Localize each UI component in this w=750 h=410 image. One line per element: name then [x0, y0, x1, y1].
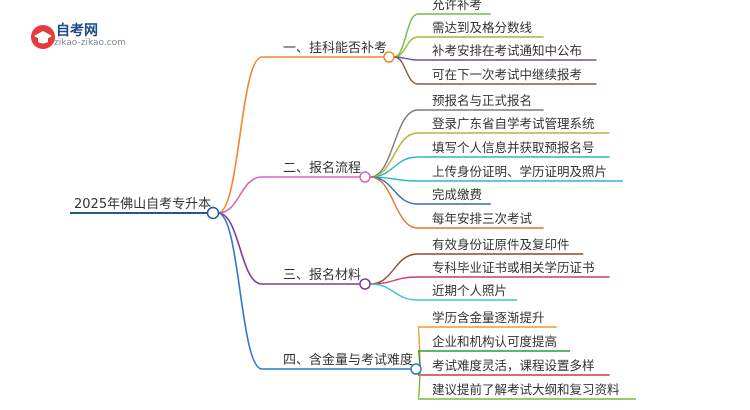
leaf-edge: [369, 132, 419, 178]
branch-label: 三、报名材料: [283, 267, 361, 283]
branch-edge: [217, 176, 263, 214]
leaf-label: 企业和机构认可度提高: [432, 334, 557, 349]
leaf-label: 考试难度灵活，课程设置多样: [432, 358, 595, 373]
mind-map-edges: [70, 13, 636, 400]
leaf-label: 可在下一次考试中继续报考: [432, 67, 582, 82]
leaf-edge: [369, 253, 419, 285]
branch-edge: [217, 212, 263, 370]
leaf-label: 需达到及格分数线: [432, 20, 533, 35]
leaf-label: 专科毕业证书或相关学历证书: [432, 260, 595, 275]
leaf-label: 完成缴费: [432, 187, 482, 202]
leaf-edge: [393, 36, 419, 58]
root-label: 2025年佛山自考专升本: [74, 197, 211, 212]
branch-label: 二、报名流程: [283, 160, 361, 176]
leaf-edge: [393, 13, 419, 58]
leaf-label: 建议提前了解考试大纲和复习资料: [432, 382, 620, 397]
leaf-label: 每年安排三次考试: [432, 211, 533, 226]
logo-url: zikao-zikao.com: [54, 38, 126, 48]
leaf-label: 预报名与正式报名: [432, 93, 532, 108]
graduation-cap-icon: [31, 25, 55, 49]
leaf-label: 登录广东省自学考试管理系统: [432, 116, 595, 131]
branch-label: 四、含金量与考试难度: [283, 352, 413, 368]
leaf-label: 补考安排在考试通知中公布: [432, 43, 582, 58]
branch-node-circle: [383, 51, 395, 63]
leaf-edge: [369, 176, 419, 229]
branch-node-circle: [410, 363, 422, 375]
branch-node-circle: [359, 171, 371, 183]
logo-title: 自考网: [56, 23, 98, 39]
branch-node-circle: [359, 278, 371, 290]
branch-edge: [217, 56, 263, 214]
mind-map-nodes: 2025年佛山自考专升本 一、挂科能否补考 允许补考需达到及格分数线补考安排在考试通…: [74, 0, 620, 397]
leaf-label: 近期个人照片: [432, 283, 507, 298]
leaf-label: 上传身份证明、学历证明及照片: [432, 164, 607, 179]
leaf-edge: [369, 109, 419, 178]
leaf-edge: [369, 283, 419, 301]
leaf-edge: [393, 56, 419, 85]
leaf-label: 学历含金量逐渐提升: [432, 310, 545, 325]
leaf-label: 允许补考: [432, 0, 482, 12]
leaf-label: 有效身份证原件及复印件: [432, 237, 570, 252]
branch-label: 一、挂科能否补考: [283, 41, 387, 56]
logo: [28, 16, 148, 56]
branch-edge: [217, 212, 263, 285]
root-node-circle: [206, 206, 220, 220]
leaf-label: 填写个人信息并获取预报名号: [432, 140, 595, 155]
